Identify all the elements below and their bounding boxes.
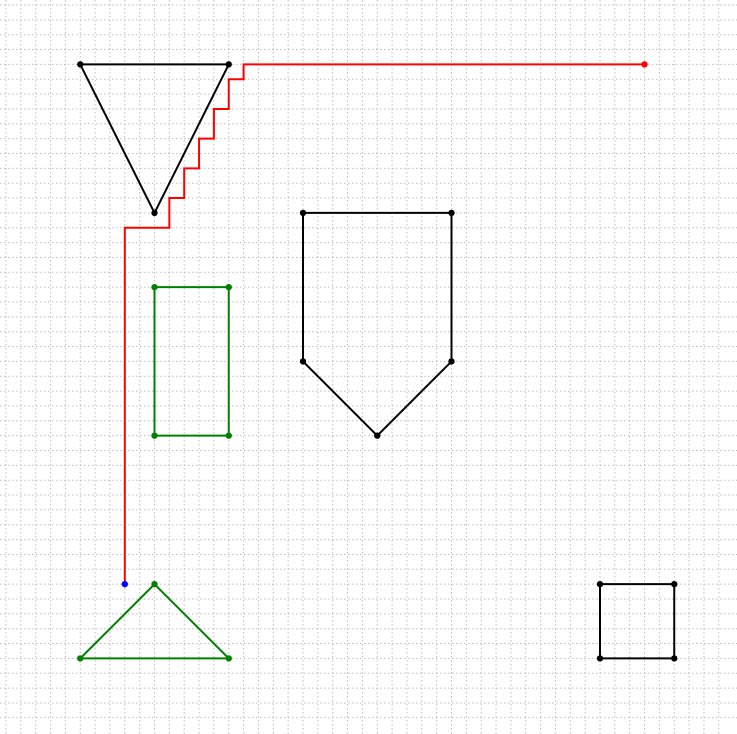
vertex-point xyxy=(151,580,158,588)
vertex-point xyxy=(299,209,307,217)
vertex-point xyxy=(448,358,455,365)
vertex-point xyxy=(77,61,84,68)
shape-pentagon-outline xyxy=(302,211,453,438)
shape-green-triangle xyxy=(77,580,232,662)
shapes-layer xyxy=(77,61,678,662)
shape-inverted-triangle xyxy=(77,61,232,217)
vertex-point xyxy=(448,209,455,217)
vertex-point xyxy=(671,655,678,662)
vertex-point xyxy=(225,655,232,662)
shape-green-triangle-outline xyxy=(77,582,232,660)
shape-green-rectangle xyxy=(151,283,232,439)
vertex-point xyxy=(374,432,381,439)
shape-inverted-triangle-outline xyxy=(78,63,231,216)
shape-green-rectangle-outline xyxy=(153,286,230,437)
route-line xyxy=(123,63,645,585)
vertex-point xyxy=(77,655,84,662)
vertex-point xyxy=(225,432,232,439)
vertex-point xyxy=(225,283,232,291)
shape-square xyxy=(596,580,678,662)
shape-square-outline xyxy=(599,583,676,660)
vertex-point xyxy=(151,432,158,439)
vertex-point xyxy=(151,209,158,217)
path-layer xyxy=(121,61,648,588)
vertex-point xyxy=(671,580,678,588)
vertex-point xyxy=(596,655,604,662)
route-path xyxy=(121,61,648,588)
vertex-point xyxy=(151,283,158,291)
route-end-point xyxy=(641,61,648,68)
shape-pentagon xyxy=(299,209,455,439)
route-start-point xyxy=(121,580,128,588)
vertex-point xyxy=(596,580,604,588)
vertex-point xyxy=(225,61,232,68)
vertex-point xyxy=(299,358,307,365)
